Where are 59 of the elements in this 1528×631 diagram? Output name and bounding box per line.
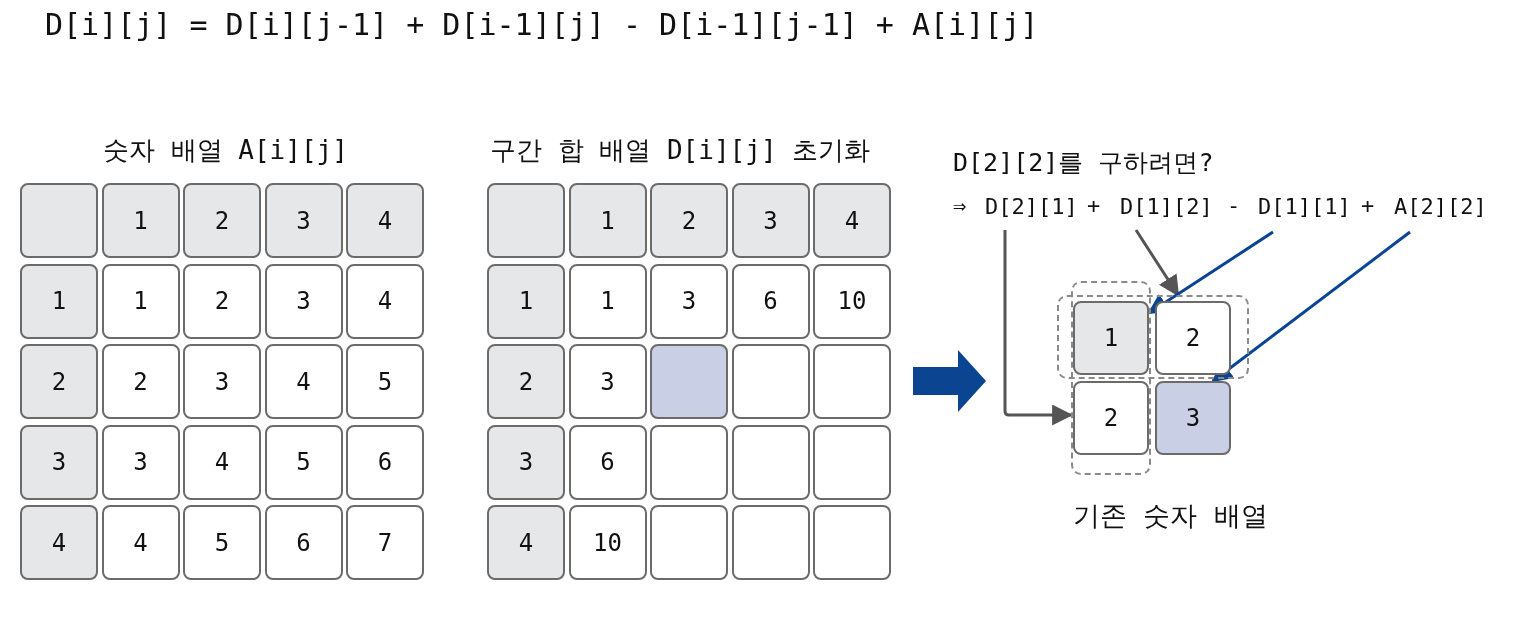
- table-cell: 4: [346, 263, 424, 339]
- table-cell: 6: [264, 505, 343, 580]
- header-cell: 3: [264, 183, 343, 258]
- table-cell: 10: [813, 263, 891, 339]
- table-cell: 3: [264, 263, 343, 339]
- header-cell: 3: [487, 424, 565, 500]
- table-cell: 3: [568, 344, 647, 419]
- table-cell: 1: [101, 263, 180, 339]
- header-cell: 1: [487, 263, 565, 339]
- table-cell: 3: [183, 344, 261, 419]
- table-cell: 4: [183, 424, 261, 500]
- array-cell: 3: [1155, 381, 1231, 455]
- header-cell: 1: [568, 183, 647, 258]
- table-cell: 1: [568, 263, 647, 339]
- header-cell: 1: [20, 263, 98, 339]
- table-cell: 4: [101, 505, 180, 580]
- formula-term: D[1][1]: [1258, 192, 1351, 222]
- table-cell: 6: [568, 424, 647, 500]
- table-heading: 숫자 배열 A[i][j]: [103, 137, 348, 163]
- array-cell: 1: [1073, 301, 1149, 375]
- formula: D[i][j] = D[i][j-1] + D[i-1][j] - D[i-1][j-1] + A[i][j]: [45, 10, 1039, 40]
- table-cell: 2: [183, 263, 261, 339]
- header-cell: 2: [183, 183, 261, 258]
- header-cell: 4: [20, 505, 98, 580]
- arrow: [1003, 230, 1074, 426]
- table-cell: 6: [731, 263, 810, 339]
- table-cell: 4: [264, 344, 343, 419]
- caption-text: 기존 숫자 배열: [1073, 502, 1268, 529]
- header-cell: 4: [346, 183, 424, 258]
- header-cell: 2: [487, 344, 565, 419]
- header-cell: 4: [487, 505, 565, 580]
- arrow: [1211, 230, 1411, 383]
- array-cell: 2: [1073, 381, 1149, 455]
- header-cell: 3: [731, 183, 810, 258]
- operator: -: [1227, 195, 1241, 217]
- table-cell: 5: [183, 505, 261, 580]
- arrow: [1134, 229, 1180, 297]
- formula-term: A[2][2]: [1394, 192, 1487, 222]
- operator: +: [1361, 195, 1375, 217]
- table-cell: 10: [568, 505, 647, 580]
- table-cell: 5: [264, 424, 343, 500]
- table-cell: 5: [346, 344, 424, 419]
- header-cell: 1: [101, 183, 180, 258]
- question-text: D[2][2]를 구하려면?: [953, 150, 1214, 175]
- formula-term: D[1][2]: [1120, 192, 1213, 222]
- array-cell: 2: [1155, 301, 1231, 375]
- table-cell: 6: [346, 424, 424, 500]
- table-heading: 구간 합 배열 D[i][j] 초기화: [490, 137, 871, 163]
- operator: ⇒: [953, 195, 967, 217]
- table-cell: 2: [101, 344, 180, 419]
- header-cell: 2: [650, 183, 728, 258]
- header-cell: 4: [813, 183, 891, 258]
- header-cell: 3: [20, 424, 98, 500]
- table-cell: 3: [650, 263, 728, 339]
- formula-term: D[2][1]: [985, 192, 1078, 222]
- operator: +: [1087, 195, 1101, 217]
- table-cell: 3: [101, 424, 180, 500]
- header-cell: 2: [20, 344, 98, 419]
- table-cell: 7: [346, 505, 424, 580]
